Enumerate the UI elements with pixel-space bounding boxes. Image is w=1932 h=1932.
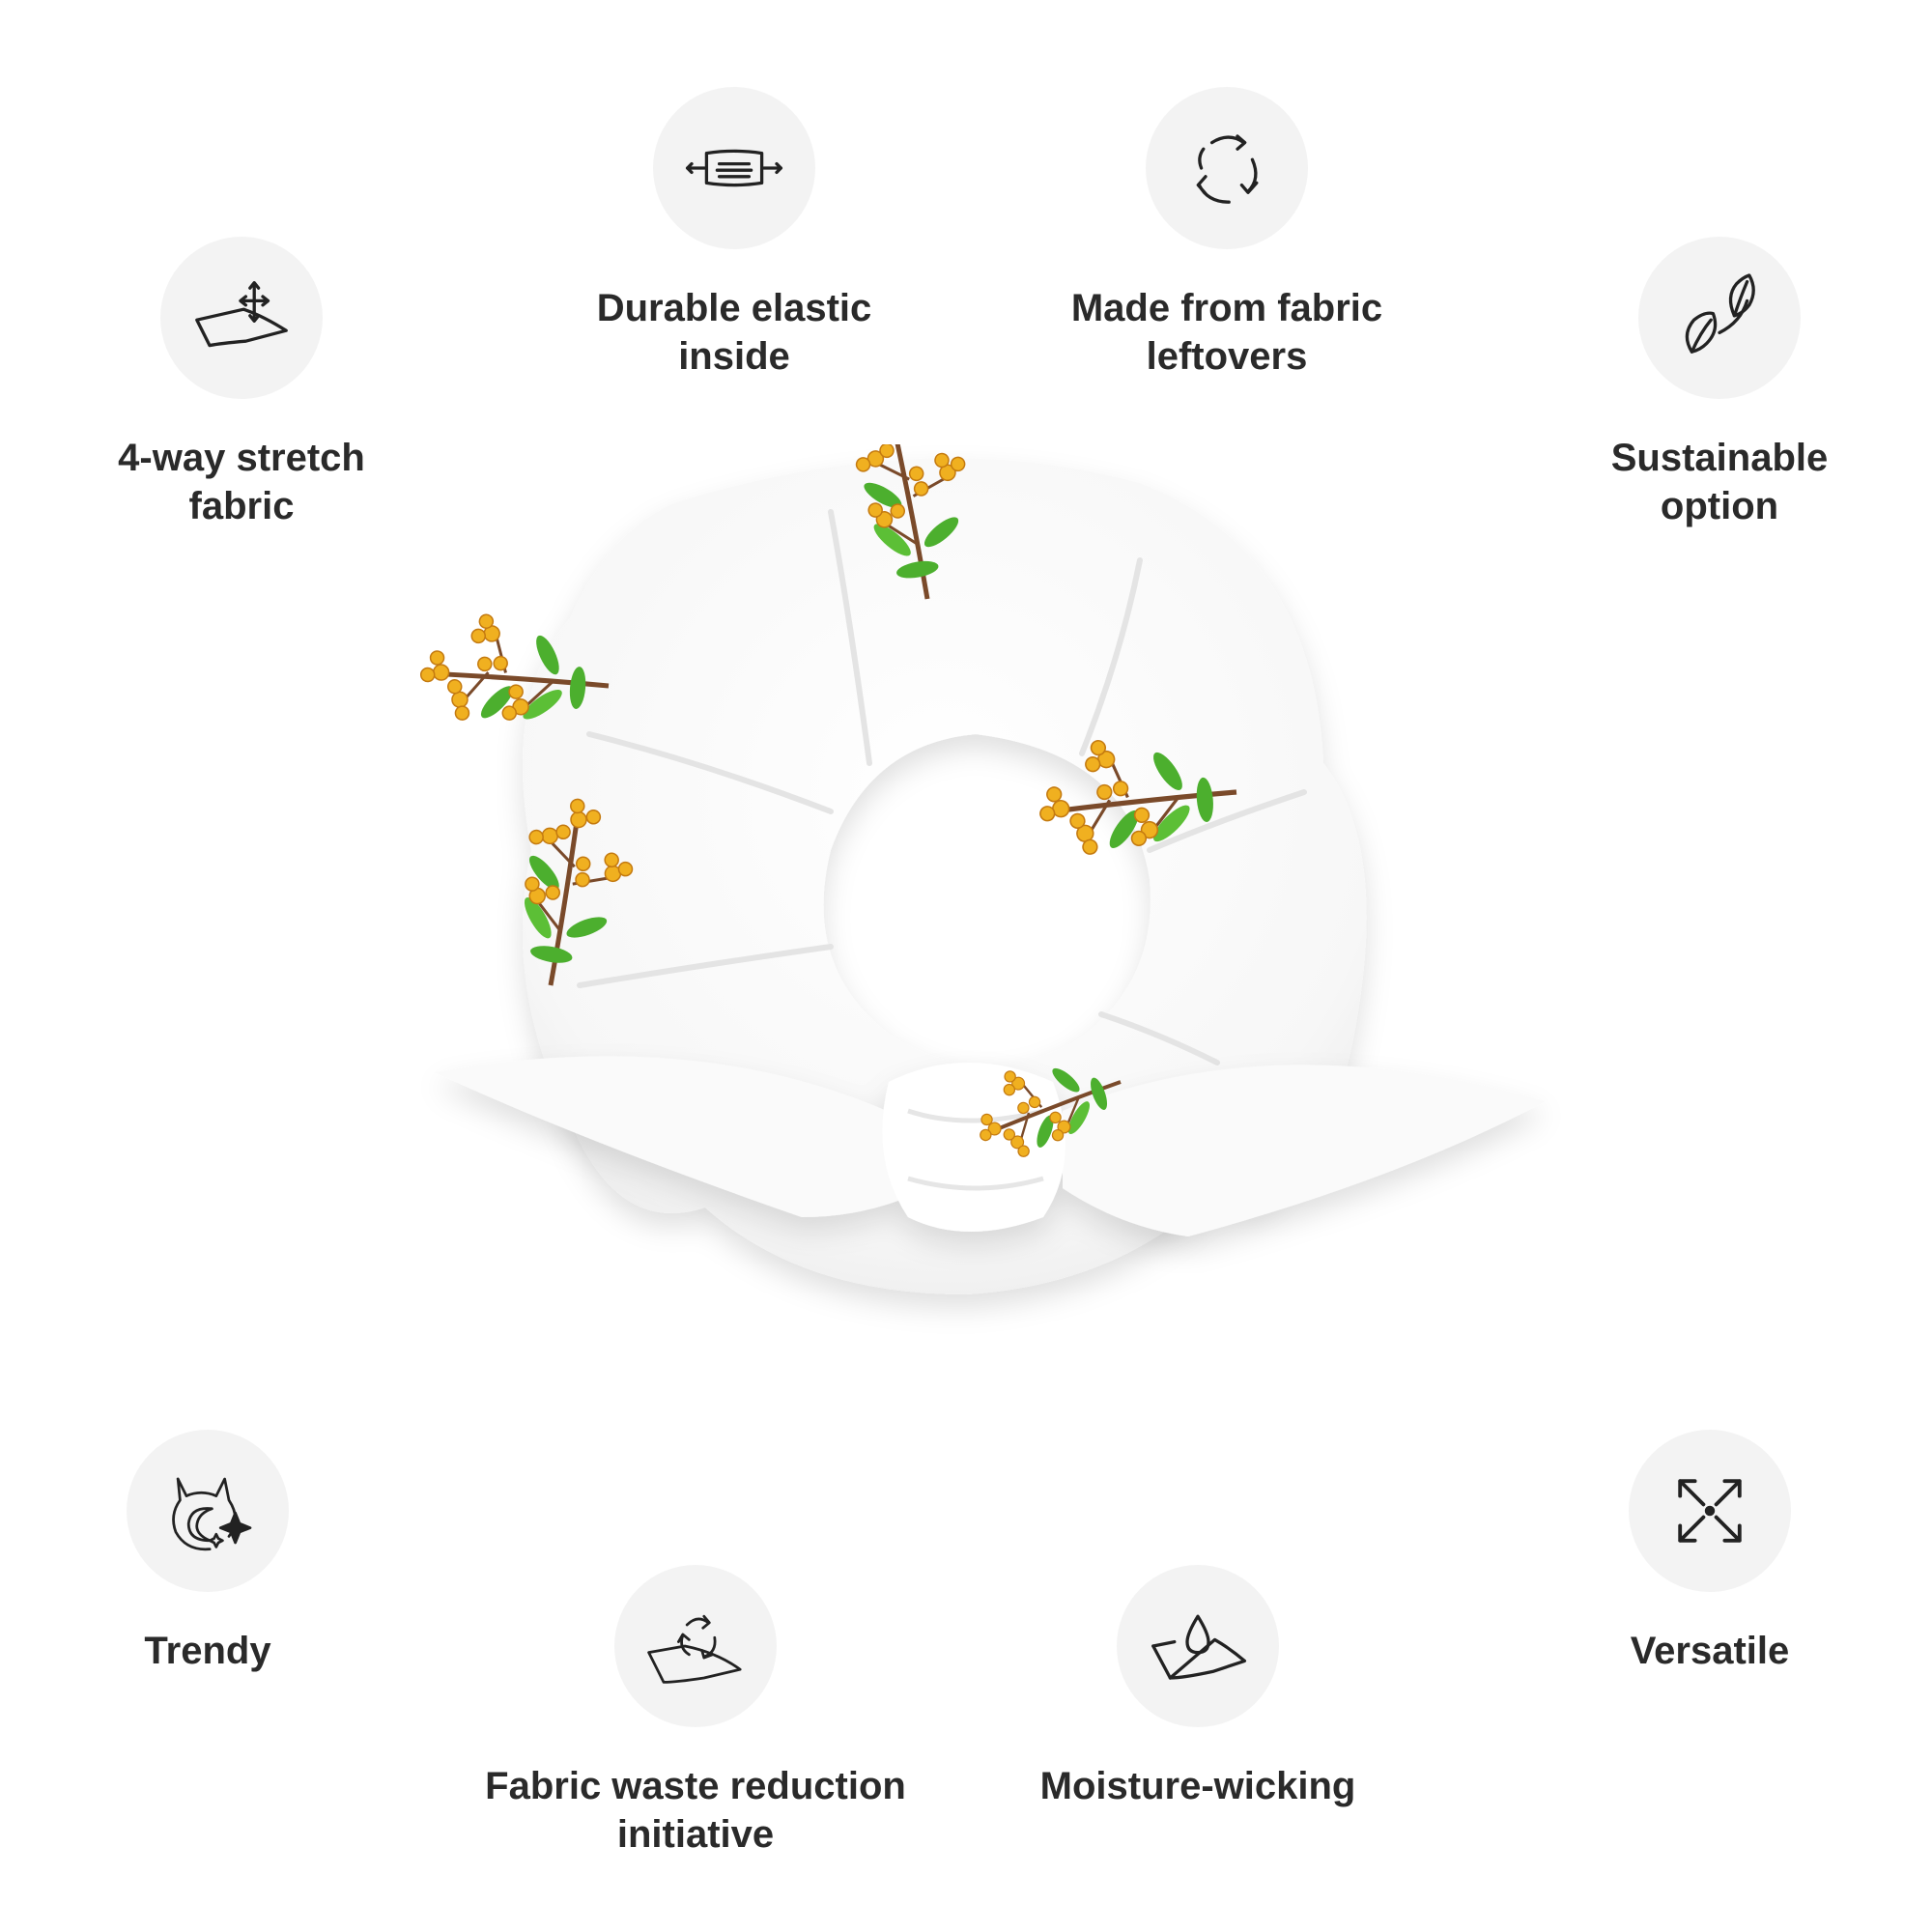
- feature-fabric-leftovers: Made from fabric leftovers: [1034, 87, 1420, 381]
- fabric-recycle-icon: [614, 1565, 777, 1727]
- feature-moisture-wicking: Moisture-wicking: [976, 1565, 1420, 1810]
- leaves-icon: [1638, 237, 1801, 399]
- expand-arrows-icon: [1629, 1430, 1791, 1592]
- elastic-icon: [653, 87, 815, 249]
- feature-sustainable: Sustainable option: [1565, 237, 1874, 530]
- stretch-fabric-icon: [160, 237, 323, 399]
- feature-label: Sustainable option: [1610, 437, 1829, 527]
- cat-sparkle-icon: [127, 1430, 289, 1592]
- feature-4-way-stretch: 4-way stretch fabric: [87, 237, 396, 530]
- feature-label: Trendy: [144, 1630, 271, 1672]
- feature-label: Durable elastic inside: [596, 287, 872, 378]
- feature-label: 4-way stretch fabric: [118, 437, 365, 527]
- feature-trendy: Trendy: [97, 1430, 319, 1675]
- feature-label: Made from fabric leftovers: [1070, 287, 1383, 378]
- feature-versatile: Versatile: [1570, 1430, 1850, 1675]
- feature-fabric-waste-reduction: Fabric waste reduction initiative: [454, 1565, 937, 1859]
- feature-label: Moisture-wicking: [1039, 1765, 1356, 1807]
- feature-label: Versatile: [1630, 1630, 1790, 1672]
- water-drop-fabric-icon: [1117, 1565, 1279, 1727]
- recycle-icon: [1146, 87, 1308, 249]
- feature-label: Fabric waste reduction initiative: [485, 1765, 906, 1856]
- feature-durable-elastic: Durable elastic inside: [541, 87, 927, 381]
- scrunchie-product-image: [386, 444, 1546, 1294]
